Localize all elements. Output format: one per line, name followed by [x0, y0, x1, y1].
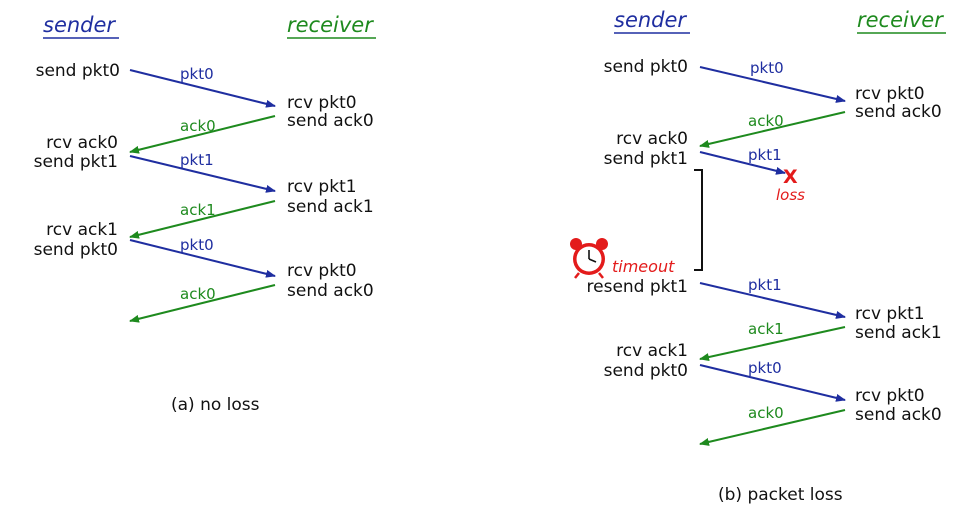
panel-a: sender receiver send pkt0 rcv ack0 send …	[34, 13, 376, 415]
ack-arrow	[129, 284, 276, 323]
packet-arrow	[129, 239, 276, 278]
ack-arrow	[129, 115, 276, 154]
ack-arrow	[699, 111, 846, 148]
sender-event: resend pkt1	[587, 277, 688, 297]
receiver-event: rcv pkt1	[287, 177, 357, 197]
lost-packet-arrow	[699, 151, 786, 175]
sender-event: send pkt0	[34, 240, 118, 260]
alarm-clock-icon	[570, 238, 608, 279]
sender-event: send pkt0	[36, 61, 120, 81]
receiver-event: send ack1	[855, 323, 942, 343]
packet-arrow	[699, 66, 846, 103]
receiver-event: send ack1	[287, 197, 374, 217]
arrow-label: ack1	[180, 201, 216, 219]
sender-event: send pkt0	[604, 57, 688, 77]
sender-event: rcv ack1	[616, 341, 688, 361]
sender-event: send pkt1	[34, 152, 118, 172]
receiver-event: send ack0	[287, 111, 374, 131]
arrow-label: pkt0	[180, 236, 214, 254]
sender-event: send pkt0	[604, 361, 688, 381]
arrow-label: ack1	[748, 320, 784, 338]
sender-header: sender	[43, 13, 116, 37]
sender-event: rcv ack0	[46, 133, 118, 153]
panel-b: sender receiver send pkt0 rcv ack0 send …	[570, 8, 946, 505]
packet-arrow	[699, 282, 846, 319]
loss-label: loss	[776, 186, 805, 204]
loss-x-icon: X	[783, 166, 798, 188]
sender-event: rcv ack1	[46, 220, 118, 240]
packet-arrow	[699, 364, 846, 402]
sender-header: sender	[614, 8, 687, 32]
arrow-label: ack0	[748, 112, 784, 130]
receiver-event: send ack0	[855, 102, 942, 122]
arrow-label: pkt1	[748, 146, 782, 164]
timeout-label: timeout	[612, 257, 675, 276]
sender-event: send pkt1	[604, 149, 688, 169]
receiver-event: rcv pkt1	[855, 304, 925, 324]
arrow-label: ack0	[180, 285, 216, 303]
ack-arrow	[699, 326, 846, 361]
receiver-event: send ack0	[287, 281, 374, 301]
receiver-event: send ack0	[855, 405, 942, 425]
sender-event: rcv ack0	[616, 129, 688, 149]
caption: (a) no loss	[171, 395, 260, 415]
receiver-header: receiver	[287, 13, 374, 37]
timeout-bracket	[694, 169, 703, 271]
arrow-label: pkt0	[180, 65, 214, 83]
arrow-label: pkt0	[748, 359, 782, 377]
receiver-header: receiver	[857, 8, 944, 32]
packet-arrow	[129, 155, 276, 193]
caption: (b) packet loss	[718, 485, 843, 505]
arrow-label: pkt0	[750, 59, 784, 77]
packet-arrow	[129, 69, 276, 108]
arrow-label: pkt1	[180, 151, 214, 169]
receiver-event: rcv pkt0	[855, 84, 925, 104]
ack-arrow	[129, 200, 276, 239]
receiver-event: rcv pkt0	[855, 386, 925, 406]
arrow-label: pkt1	[748, 276, 782, 294]
arrow-label: ack0	[180, 117, 216, 135]
receiver-event: rcv pkt0	[287, 93, 357, 113]
receiver-event: rcv pkt0	[287, 261, 357, 281]
arrow-label: ack0	[748, 404, 784, 422]
ack-arrow	[699, 409, 846, 446]
